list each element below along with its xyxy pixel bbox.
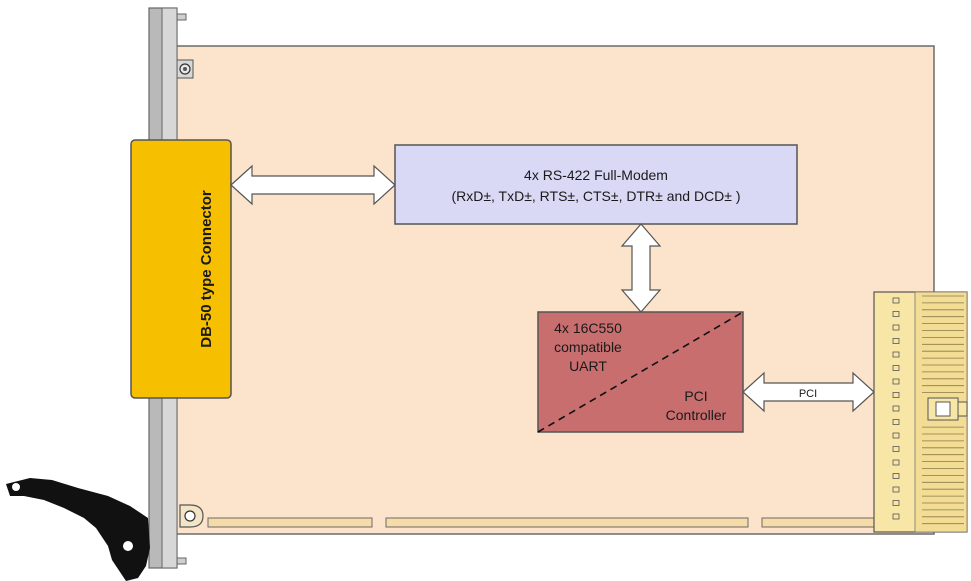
rs422-title: 4x RS-422 Full-Modem: [524, 167, 668, 183]
pci-pin-icon: [892, 365, 900, 371]
pci-pin-icon: [892, 473, 900, 479]
pci-link-label: PCI: [799, 388, 817, 400]
pcb-board: [175, 45, 935, 535]
pci-pin-icon: [892, 378, 900, 385]
rs422-block: 4x RS-422 Full-Modem (RxD±, TxD±, RTS±, …: [394, 144, 798, 225]
pci-pin-icon: [892, 419, 900, 425]
pci-controller-line1: PCI: [684, 388, 707, 404]
bottom-rail-2: [385, 517, 749, 528]
pci-pin-icon: [892, 446, 900, 452]
uart-line2: compatible: [554, 339, 622, 355]
pci-pin-icon: [892, 486, 900, 493]
rs422-signals: (RxD±, TxD±, RTS±, CTS±, DTR± and DCD± ): [451, 188, 740, 204]
pci-pin-icon: [892, 513, 900, 520]
db50-connector: DB-50 type Connector: [130, 139, 232, 399]
bottom-rail-3: [761, 517, 875, 528]
pci-pin-icon: [892, 459, 900, 466]
db50-connector-label: DB-50 type Connector: [198, 190, 215, 348]
bottom-mount-hole-icon: [179, 504, 204, 528]
pci-pin-icon: [892, 392, 900, 398]
top-screw-icon: [176, 59, 194, 79]
pci-pin-icon: [892, 338, 900, 344]
pci-pin-icon: [892, 311, 900, 317]
pci-controller-line2: Controller: [666, 407, 727, 423]
pci-pins: [892, 295, 964, 525]
uart-pci-block: 4x 16C550 compatible UART PCI Controller: [537, 311, 744, 433]
pci-pin-icon: [892, 324, 900, 331]
pci-pin-icon: [892, 405, 900, 412]
pci-pin-icon: [892, 500, 900, 506]
ejector-handle-icon: [6, 478, 150, 581]
pci-pin-icon: [892, 297, 900, 304]
uart-line3: UART: [569, 358, 607, 374]
pci-pin-icon: [892, 351, 900, 358]
pci-backplane-connector: [873, 291, 968, 533]
pci-keying-latch-icon: [927, 397, 968, 421]
pci-pin-icon: [892, 432, 900, 439]
bottom-rail-1: [207, 517, 373, 528]
uart-line1: 4x 16C550: [554, 320, 622, 336]
